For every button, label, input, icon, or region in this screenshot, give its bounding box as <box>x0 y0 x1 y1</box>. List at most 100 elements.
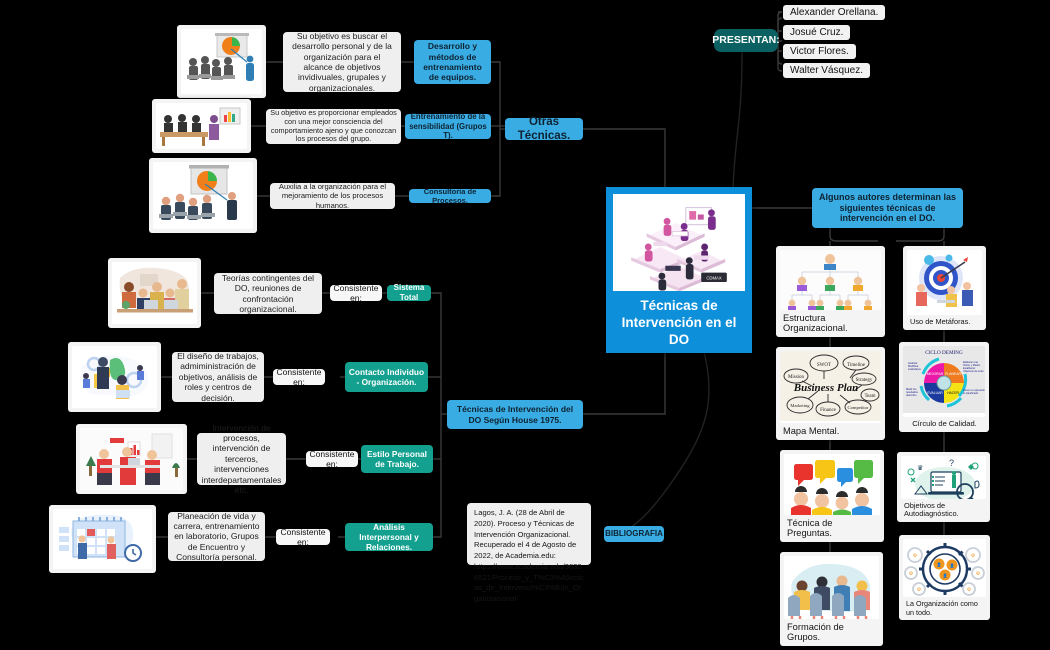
svg-text:⚙: ⚙ <box>913 553 918 559</box>
caption-uso-metaforas: Uso de Metáforas. <box>910 317 971 327</box>
description-estilo-personal: Intervención de procesos, intervención d… <box>197 423 286 495</box>
svg-text:CDMAX: CDMAX <box>706 275 722 280</box>
bibliography-label[interactable]: BIBLIOGRAFIA <box>604 526 664 542</box>
topic-estilo-personal[interactable]: Estilo Personal de Trabajo. <box>361 445 433 473</box>
svg-text:Mission: Mission <box>788 375 805 380</box>
svg-text:Competitor: Competitor <box>848 405 869 410</box>
branch-house-1975[interactable]: Técnicas de Intervención del DO Según Ho… <box>447 400 583 429</box>
presenter-name: Walter Vásquez. <box>783 63 870 78</box>
svg-text:resultados: resultados <box>906 390 919 394</box>
svg-text:Finance: Finance <box>820 408 837 413</box>
link-consistente-1: Consistente en: <box>330 283 382 303</box>
svg-text:Visión y Misión: Visión y Misión <box>963 363 981 367</box>
presenter-name: Josué Cruz. <box>783 25 851 40</box>
svg-text:Poner en operación: Poner en operación <box>963 388 985 392</box>
svg-text:Establecer: Establecer <box>963 366 975 370</box>
caption-mapa-mental: Mapa Mental. <box>783 426 840 437</box>
card-objetivos-autodiagnostico: ? ♛ Objetivos de Autodiagnóstico. <box>897 452 990 522</box>
card-mapa-mental: SWOT Timeline Mission Strategy Marketing… <box>776 347 885 440</box>
branch-otras-tecnicas[interactable]: Otras Técnicas. <box>505 116 583 142</box>
branch-algunos-autores[interactable]: Algunos autores determinan las siguiente… <box>812 188 963 228</box>
image-meeting-presenter <box>156 103 247 149</box>
svg-text:EVALUAR: EVALUAR <box>927 391 943 395</box>
description-sistema-total: Teorías contingentes del DO, reuniones d… <box>214 273 322 314</box>
svg-text:⚙: ⚙ <box>967 587 972 593</box>
card-circulo-calidad: CICLO DEMING PLANEAR HACER EVALUAR MEJOR… <box>899 342 989 432</box>
svg-text:descritos: descritos <box>906 393 917 397</box>
curve-to-presentan <box>732 42 743 199</box>
image-gears-business <box>72 346 157 408</box>
svg-text:Objetivos de éxito: Objetivos de éxito <box>963 369 984 373</box>
image-audience-presenter <box>181 29 262 94</box>
svg-text:⚙: ⚙ <box>971 553 976 559</box>
svg-text:estándares: estándares <box>908 367 922 371</box>
image-laptop-checklist-magnifier: ? ♛ <box>901 456 986 499</box>
svg-text:lo planificado: lo planificado <box>963 391 979 395</box>
caption-formacion-grupos: Formación de Grupos. <box>787 621 844 643</box>
card-house-1 <box>108 258 201 328</box>
description-consultoria-procesos: Auxilia a la organización para el mejora… <box>270 182 395 210</box>
caption-circulo-calidad: Círculo de Calidad. <box>912 419 977 429</box>
svg-text:Analizar: Analizar <box>908 361 918 365</box>
svg-text:👤: 👤 <box>943 573 948 578</box>
card-house-4 <box>49 505 156 573</box>
card-house-3 <box>76 424 187 494</box>
card-formacion-grupos: Formación de Grupos. <box>780 552 883 646</box>
topic-sistema-total[interactable]: Sistema Total <box>387 283 431 302</box>
image-dartboard-target <box>907 250 982 316</box>
svg-text:Marketing: Marketing <box>790 403 810 408</box>
link-consistente-2: Consistente en: <box>273 367 325 387</box>
svg-text:Team: Team <box>864 394 875 399</box>
image-mind-map-sketch: SWOT Timeline Mission Strategy Marketing… <box>780 351 881 424</box>
center-title-line1: Técnicas de <box>640 298 718 314</box>
center-title: Técnicas de Intervención en el DO <box>613 298 745 349</box>
topic-consultoria-procesos[interactable]: Consultoría de Procesos. <box>409 187 491 205</box>
description-desarrollo-equipos: Su objetivo es buscar el desarrollo pers… <box>283 31 401 93</box>
caption-estructura-organizacional: Estructura Organizacional. <box>783 312 848 334</box>
svg-text:⚙: ⚙ <box>976 571 981 577</box>
presenter-name: Alexander Orellana. <box>783 5 886 20</box>
svg-text:SWOT: SWOT <box>817 363 831 368</box>
card-estructura-organizacional: Estructura Organizacional. <box>776 246 885 337</box>
center-node[interactable]: CDMAX Técnicas de Intervención en el DO <box>606 187 752 353</box>
curve-to-bibliografia <box>623 351 710 533</box>
svg-text:Strategy: Strategy <box>856 378 873 383</box>
svg-text:?: ? <box>949 458 954 468</box>
link-consistente-3: Consistente en: <box>306 449 358 469</box>
caption-tecnica-preguntas: Técnica de Preguntas. <box>787 517 833 539</box>
image-group-circle-chairs <box>784 556 879 619</box>
svg-text:Medir los: Medir los <box>906 387 917 391</box>
image-three-colleagues-red <box>80 428 183 490</box>
presentan-label: PRESENTAN: <box>712 29 780 52</box>
description-sensibilidad: Su objetivo es proporcionar empleados co… <box>266 108 401 144</box>
description-analisis-interpersonal: Planeación de vida y carrera, entrenamie… <box>168 511 265 562</box>
topic-analisis-interpersonal[interactable]: Análisis Interpersonal y Relaciones. <box>345 522 433 552</box>
image-speech-bubbles-people <box>784 454 880 515</box>
card-otras-1 <box>177 25 266 98</box>
center-title-line2: Intervención en el DO <box>621 315 737 348</box>
svg-text:MEJORAR: MEJORAR <box>927 372 944 376</box>
card-otras-3 <box>149 158 257 233</box>
bibliography-text: Lagos, J. A. (28 de Abril de 2020). Proc… <box>467 503 591 603</box>
topic-desarrollo-equipos[interactable]: Desarrollo y métodos de entrenamiento de… <box>414 40 491 84</box>
svg-text:HACER: HACER <box>947 391 959 395</box>
card-tecnica-preguntas: Técnica de Preguntas. <box>780 450 884 542</box>
topic-contacto-individuo[interactable]: Contacto Individuo - Organización. <box>345 362 428 392</box>
image-deming-cycle: CICLO DEMING PLANEAR HACER EVALUAR MEJOR… <box>903 346 985 418</box>
image-calendar-planning <box>53 509 152 569</box>
image-team-desk-discussion <box>112 262 197 324</box>
center-image: CDMAX <box>613 194 745 292</box>
description-contacto-individuo: El diseño de trabajos, admiministración … <box>172 351 264 403</box>
image-seminar-pie-chart <box>153 162 253 229</box>
svg-text:👤: 👤 <box>937 562 942 567</box>
svg-text:PLANEAR: PLANEAR <box>945 372 961 376</box>
svg-text:⚙: ⚙ <box>909 571 914 577</box>
svg-text:♛: ♛ <box>917 464 923 472</box>
topic-entrenamiento-sensibilidad[interactable]: Entrenamiento de la sensibilidad (Grupos… <box>405 112 491 140</box>
link-consistente-4: Consistente en: <box>276 527 330 547</box>
svg-text:👤: 👤 <box>950 563 955 568</box>
caption-organizacion-como-todo: La Organización como un todo. <box>906 599 978 617</box>
caption-objetivos-autodiagnostico: Objetivos de Autodiagnóstico. <box>904 500 959 519</box>
image-org-chart <box>780 250 881 310</box>
presenter-name: Victor Flores. <box>783 44 856 59</box>
